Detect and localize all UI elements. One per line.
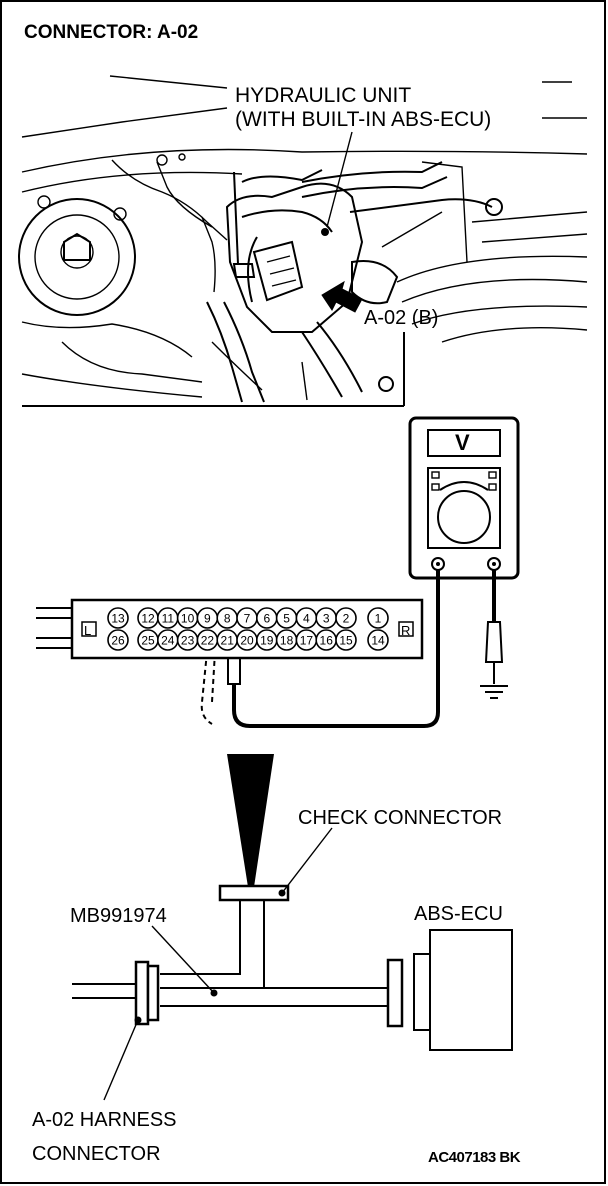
top-pin-circle	[367, 607, 389, 629]
top-pin-label: 12	[141, 612, 155, 626]
top-pin-label: 6	[263, 612, 270, 626]
ground-symbol	[480, 685, 508, 699]
top-pin-circle	[335, 607, 357, 629]
left-side-marker: L	[84, 623, 91, 638]
bottom-pin-circle	[367, 629, 389, 651]
top-pin-label: 5	[283, 612, 290, 626]
dashed-lead	[200, 651, 213, 725]
bottom-pin-label: 25	[141, 634, 155, 648]
abs-ecu-label: ABS-ECU	[414, 903, 503, 925]
top-pin-circle	[107, 607, 129, 629]
bottom-pin-label: 14	[371, 634, 385, 648]
connector-callout-arrow	[321, 280, 363, 313]
right-side-marker: R	[401, 623, 410, 638]
check-connector-label: CHECK CONNECTOR	[298, 807, 502, 829]
positive-lead	[232, 570, 440, 728]
top-pin-label: 2	[343, 612, 350, 626]
hydraulic-unit-leader	[326, 131, 353, 228]
top-pin-label: 9	[204, 612, 211, 626]
harness-connector-label: A-02 HARNESS	[32, 1109, 177, 1131]
negative-probe	[484, 621, 504, 663]
bottom-pin-label: 23	[181, 634, 195, 648]
bottom-pin-label: 16	[320, 634, 334, 648]
top-pin-label: 7	[244, 612, 251, 626]
check-connector-leader	[281, 827, 333, 894]
hydraulic-unit	[225, 182, 364, 333]
top-pin-label: 4	[303, 612, 310, 626]
strut-tower	[18, 195, 136, 316]
bottom-pin-label: 15	[339, 634, 353, 648]
test-harness-tee	[72, 884, 431, 1031]
harness-leader	[103, 1019, 139, 1101]
bottom-pin-circle	[335, 629, 357, 651]
top-pin-label: 13	[111, 612, 125, 626]
top-pin-label: 10	[181, 612, 195, 626]
voltmeter-symbol: V	[455, 430, 470, 455]
tool-leader	[151, 925, 215, 994]
top-pin-label: 1	[375, 612, 382, 626]
bottom-pin-label: 20	[240, 634, 254, 648]
hydraulic-unit-sublabel: (WITH BUILT-IN ABS-ECU)	[235, 108, 491, 131]
bottom-pin-label: 26	[111, 634, 125, 648]
down-arrow	[227, 754, 274, 887]
harness-connector-sublabel: CONNECTOR	[32, 1143, 161, 1165]
pin-row-bottom: 26 25 24 23 22 21 20 19 18 17 16 15 14	[107, 629, 389, 651]
bottom-pin-label: 21	[221, 634, 235, 648]
hydraulic-unit-label: HYDRAULIC UNIT	[235, 84, 411, 107]
hydraulic-unit-leader-dot	[321, 228, 329, 236]
figure-code: AC407183 BK	[428, 1149, 521, 1166]
bottom-pin-label: 18	[280, 634, 294, 648]
connector-title: CONNECTOR: A-02	[24, 22, 198, 43]
top-pin-label: 3	[323, 612, 330, 626]
voltmeter	[408, 416, 520, 580]
abs-ecu-box	[429, 929, 513, 1051]
connector-callout-label: A-02 (B)	[364, 307, 438, 329]
bottom-pin-circle	[107, 629, 129, 651]
bottom-pin-label: 19	[260, 634, 274, 648]
tool-label: MB991974	[70, 905, 167, 927]
bottom-pin-label: 24	[161, 634, 175, 648]
bottom-pin-label: 17	[300, 634, 314, 648]
engine-bay-illustration	[18, 75, 588, 403]
bottom-pin-label: 22	[201, 634, 215, 648]
top-pin-label: 8	[224, 612, 231, 626]
top-pin-label: 11	[162, 612, 175, 626]
